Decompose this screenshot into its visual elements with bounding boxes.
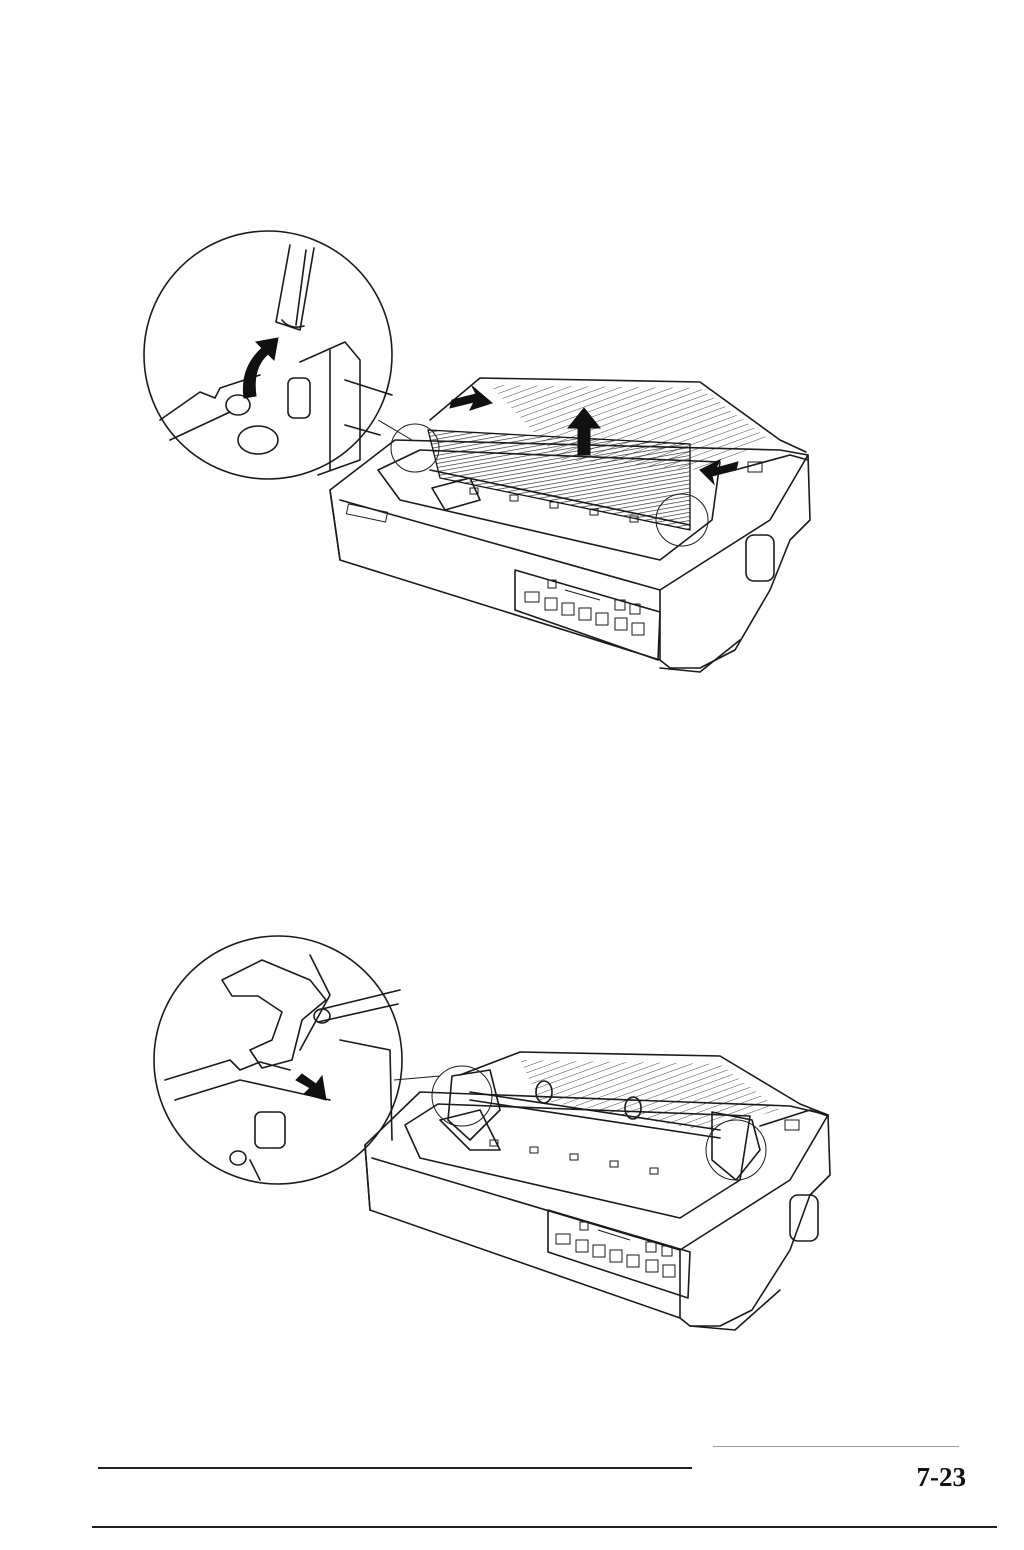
printer-illustration-top <box>0 220 1024 690</box>
printer-drawing-1 <box>0 220 1024 690</box>
control-panel-2 <box>548 1210 690 1298</box>
printer-drawing-2 <box>0 930 1024 1340</box>
magnified-inset-circle <box>144 231 392 479</box>
footer-rule-upper <box>98 1467 692 1469</box>
footer-short-rule <box>713 1446 959 1447</box>
page-number: 7-23 <box>917 1462 967 1493</box>
printer-illustration-bottom <box>0 930 1024 1340</box>
printer-body-2 <box>365 1052 830 1330</box>
footer-rule-lower <box>92 1526 997 1528</box>
printer-body-1 <box>330 378 810 672</box>
